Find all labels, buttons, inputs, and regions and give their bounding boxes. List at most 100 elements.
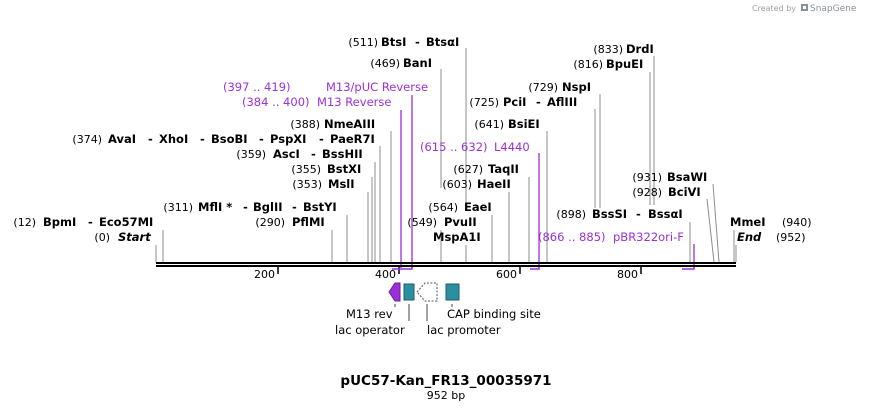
site-name: NmeAIII (324, 117, 375, 131)
feature-label-cap-binding-site: CAP binding site (447, 307, 541, 321)
site-name: MflI * (198, 200, 232, 214)
primer-range: (397 .. 419) (223, 80, 291, 94)
feature-label-lac-operator: lac operator (335, 323, 405, 337)
site-name: BpmI (43, 215, 76, 229)
site-name: AscI (273, 147, 300, 161)
site-pos: (816) (573, 58, 603, 71)
snapgene-credit: Created by SnapGene (752, 4, 857, 14)
site-name: TaqII (488, 162, 519, 176)
cap-binding-site-box (445, 283, 460, 301)
ruler-tick: 600 (496, 268, 517, 281)
site-pos: (311) (163, 201, 193, 214)
snapgene-logo-icon (801, 4, 808, 11)
primer-markers (392, 267, 695, 270)
site-name: PaeR7I (330, 132, 375, 146)
sequence-backbone (156, 262, 736, 267)
credit-brand: SnapGene (810, 4, 857, 14)
site-pos: (549) (407, 216, 437, 229)
primer-labels: (397 .. 419) M13/pUC Reverse (384 .. 400… (223, 80, 684, 244)
site-pos: (12) (13, 216, 36, 229)
site-separator: - (415, 35, 420, 49)
site-pos: (388) (290, 118, 320, 131)
ruler-tick: 800 (617, 268, 638, 281)
site-name: AflIII (547, 95, 577, 109)
site-pos: (641) (474, 118, 504, 131)
primer-range: (384 .. 400) (242, 95, 310, 109)
site-pos: (355) (291, 163, 321, 176)
site-pos: (359) (236, 148, 266, 161)
site-pos: (469) (370, 57, 400, 70)
site-separator: - (148, 132, 153, 146)
site-separator: - (311, 147, 316, 161)
site-name: MslI (328, 177, 355, 191)
site-start-label: Start (118, 230, 151, 244)
site-name: BstXI (327, 162, 361, 176)
site-name: Eco57MI (99, 215, 153, 229)
site-pos: (627) (453, 163, 483, 176)
site-pos: (833) (593, 43, 623, 56)
ruler-tick: 400 (375, 268, 396, 281)
site-name: PspXI (270, 132, 306, 146)
site-name: MmeI (730, 215, 766, 229)
plasmid-title: pUC57-Kan_FR13_00035971 (340, 373, 551, 389)
credit-prefix: Created by (752, 4, 796, 13)
site-separator: - (319, 132, 324, 146)
site-name: BsaWI (667, 170, 707, 184)
site-name: NspI (562, 80, 591, 94)
site-name: EaeI (464, 200, 492, 214)
feature-label-lac-promoter: lac promoter (427, 323, 501, 337)
site-pos: (931) (632, 171, 662, 184)
ruler: 200 400 600 800 (254, 267, 642, 281)
primer-name: M13 Reverse (317, 95, 391, 109)
primer-name: pBR322ori-F (613, 230, 684, 244)
features: M13 rev lac operator lac promoter CAP bi… (335, 282, 541, 337)
site-pos: (374) (72, 133, 102, 146)
site-pos: (564) (428, 201, 458, 214)
primer-name: M13/pUC Reverse (326, 80, 428, 94)
site-name: MspA1I (433, 230, 481, 244)
site-name: BssHII (322, 147, 363, 161)
plasmid-length: 952 bp (427, 389, 465, 402)
site-name: BtsI (381, 35, 406, 49)
site-separator: - (292, 200, 297, 214)
site-name: AvaI (108, 132, 136, 146)
site-separator: - (259, 132, 264, 146)
site-pos: (603) (442, 178, 472, 191)
site-pos: (290) (255, 216, 285, 229)
m13-rev-arrow-icon (388, 282, 401, 302)
site-separator: - (636, 207, 641, 221)
primer-name: L4440 (494, 140, 530, 154)
lac-operator-box (403, 283, 415, 301)
feature-connectors (394, 304, 453, 321)
site-name: BssSI (592, 207, 627, 221)
site-name: BstYI (303, 200, 337, 214)
site-pos: (898) (556, 208, 586, 221)
site-name: PflMI (292, 215, 325, 229)
site-pos: (353) (292, 178, 322, 191)
site-separator: - (200, 132, 205, 146)
site-name: BglII (253, 200, 283, 214)
site-name: BanI (403, 56, 432, 70)
site-name: BsoBI (211, 132, 248, 146)
site-connectors (155, 48, 737, 263)
site-name: BsiEI (508, 117, 540, 131)
primer-range: (615 .. 632) (420, 140, 488, 154)
site-separator: - (536, 95, 541, 109)
site-name: BssαI (648, 207, 683, 221)
site-pos: (940) (782, 216, 812, 229)
feature-label-m13-rev: M13 rev (346, 307, 393, 321)
site-end-label: End (737, 230, 762, 244)
site-separator: - (88, 215, 93, 229)
site-pos: (511) (348, 36, 378, 49)
site-name: PvuII (444, 215, 477, 229)
site-pos: (725) (469, 96, 499, 109)
primer-connectors (400, 95, 695, 268)
site-pos: (0) (94, 231, 110, 244)
site-name: BpuEI (606, 57, 643, 71)
ruler-tick: 200 (254, 268, 275, 281)
site-pos: (952) (776, 231, 806, 244)
lac-promoter-arrow-icon (416, 282, 438, 302)
primer-range: (866 .. 885) (538, 230, 606, 244)
site-name: BciVI (668, 185, 701, 199)
